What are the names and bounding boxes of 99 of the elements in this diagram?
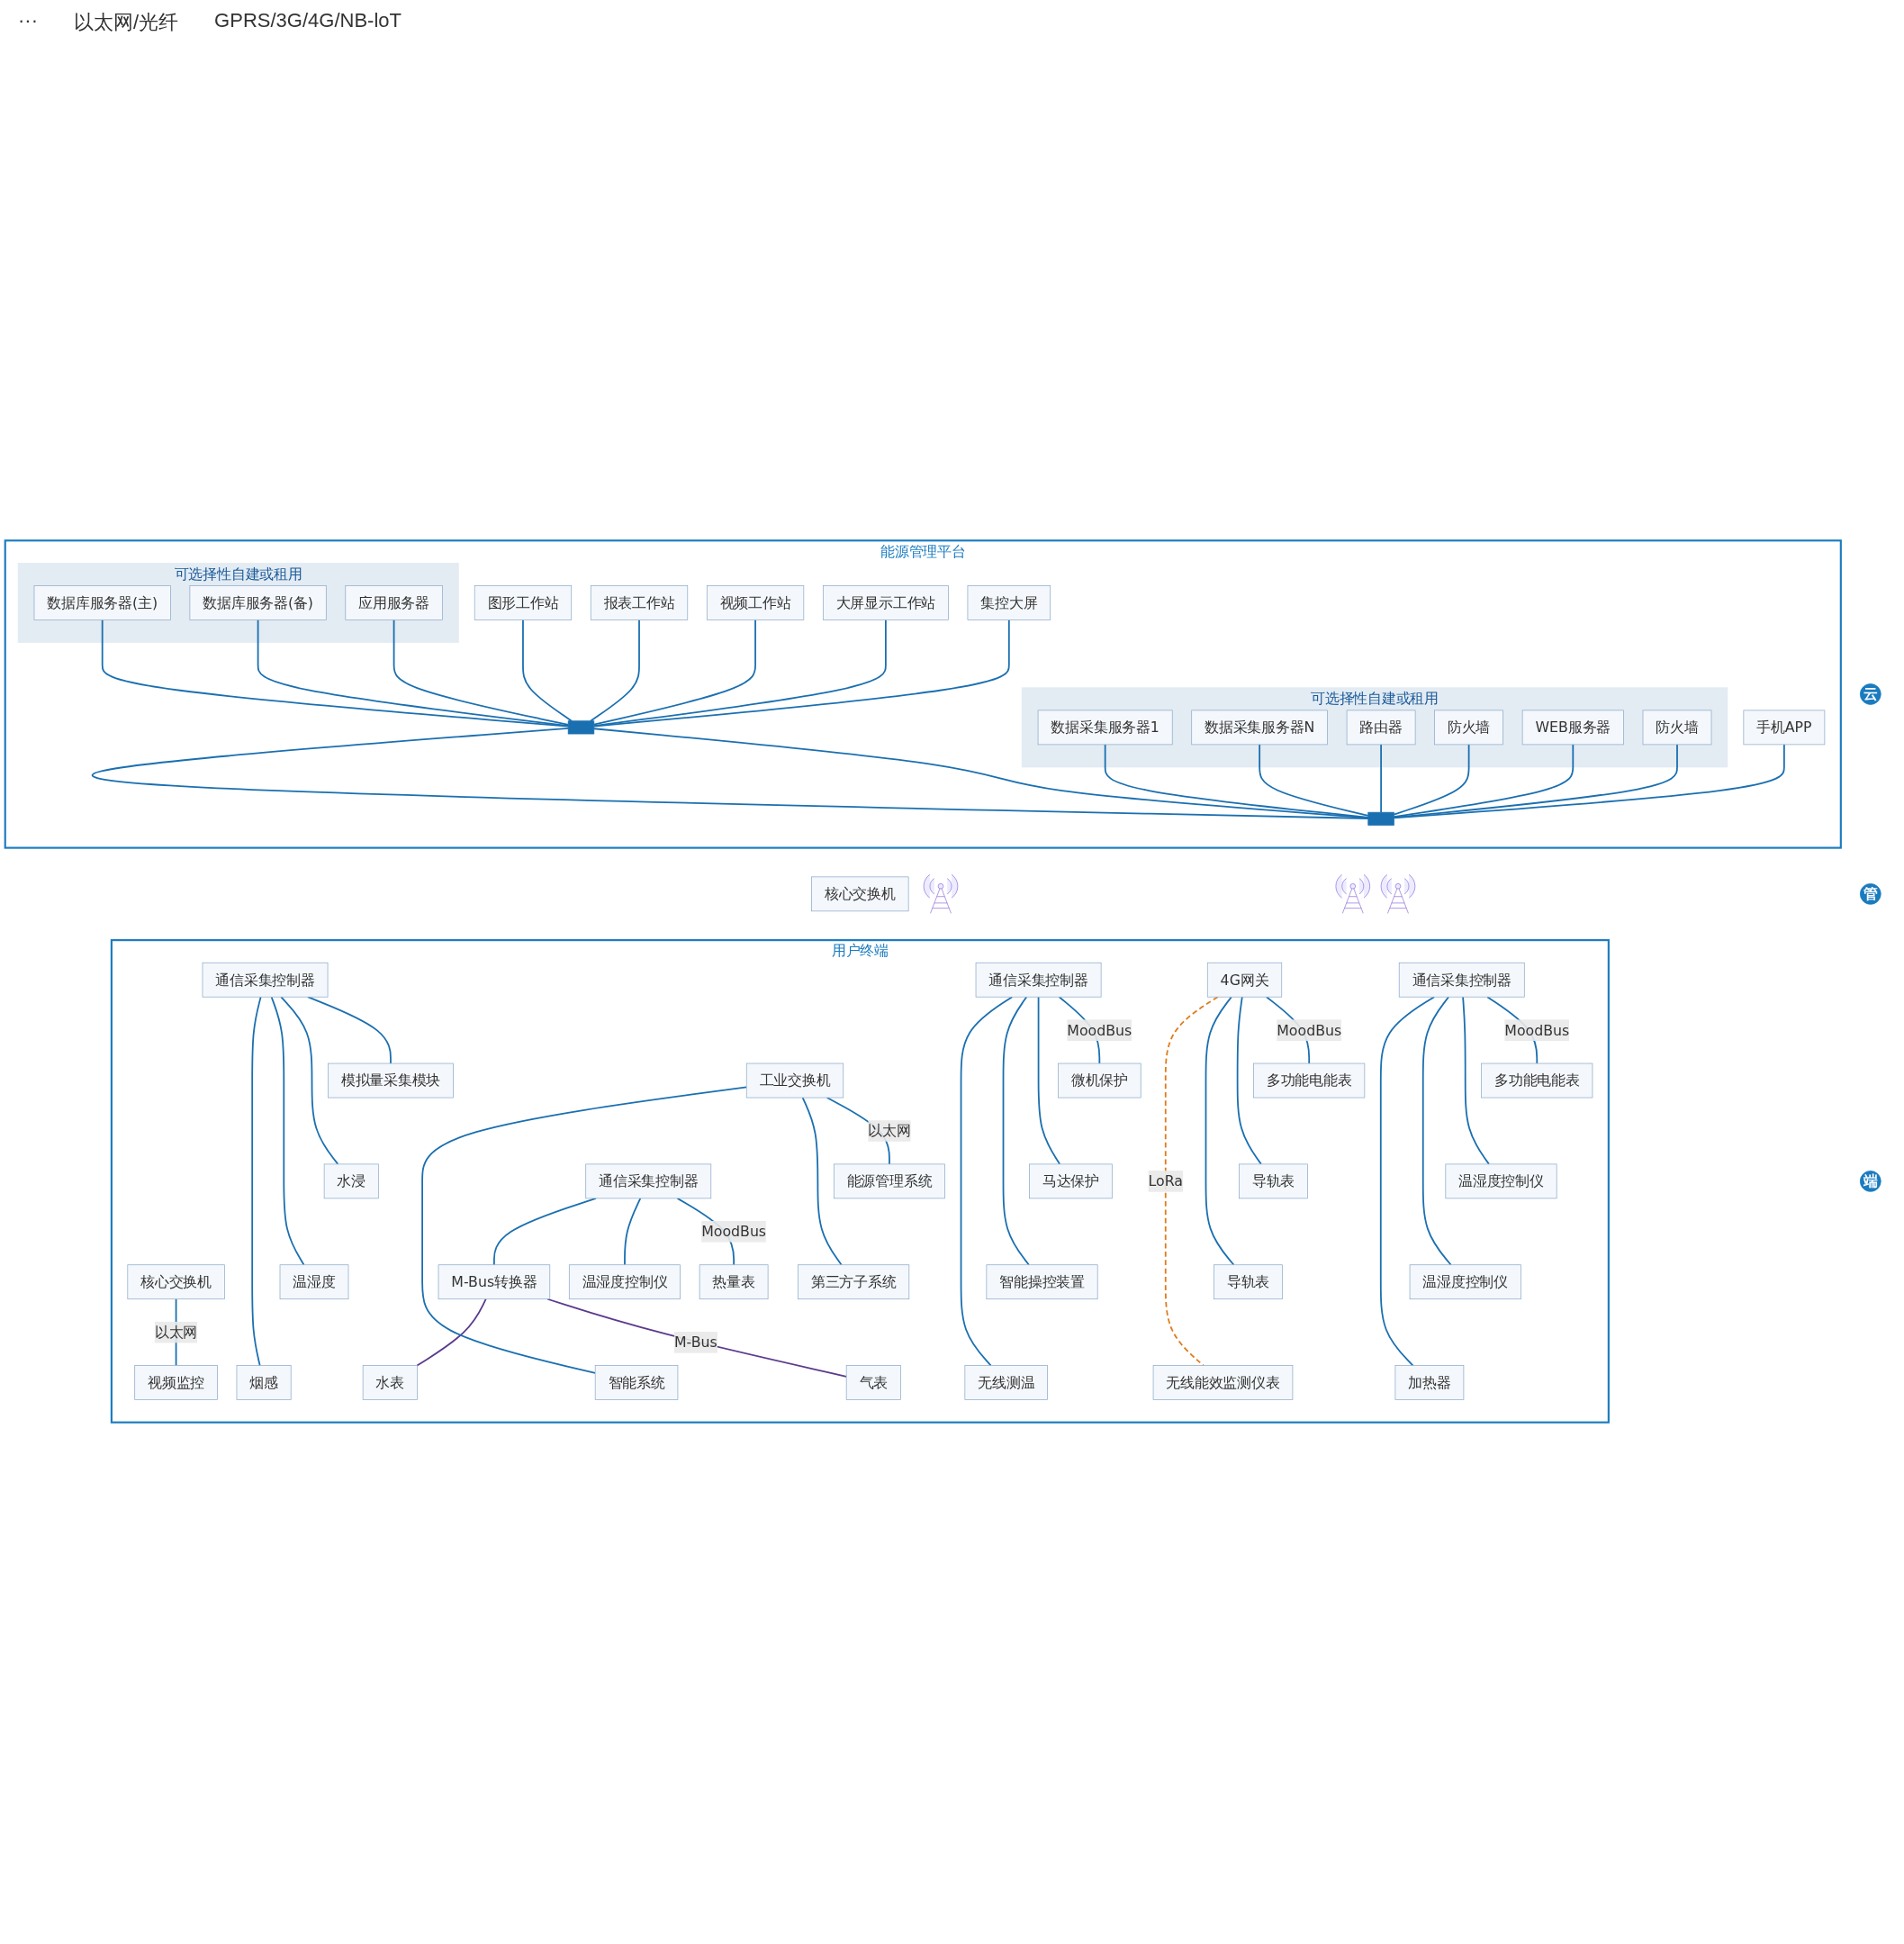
connector (280, 996, 339, 1165)
node-box: 集控大屏 (967, 585, 1051, 620)
connector (251, 996, 262, 1367)
connector (257, 619, 570, 727)
connector (1037, 996, 1061, 1165)
node-box: 智能操控装置 (986, 1264, 1098, 1300)
connector (416, 1298, 487, 1367)
connector (1236, 996, 1262, 1165)
node-circle: 端 (1859, 1171, 1881, 1192)
edge-label: M-Bus (673, 1334, 717, 1351)
connector (624, 1198, 642, 1266)
connector (270, 996, 305, 1266)
node-box: 防火墙 (1642, 710, 1712, 746)
connector (592, 619, 887, 727)
node-box: 烟感 (236, 1365, 292, 1400)
node-box: 通信采集控制器 (585, 1163, 712, 1199)
node-box: 视频工作站 (706, 585, 805, 620)
node-box: 大屏显示工作站 (823, 585, 949, 620)
connector (1259, 744, 1369, 817)
connector (421, 1086, 748, 1374)
connector (1462, 996, 1490, 1165)
node-box: 能源管理系统 (833, 1163, 945, 1199)
connector (960, 996, 1014, 1367)
node-box: 热量表 (699, 1264, 769, 1300)
node-box: 图形工作站 (474, 585, 573, 620)
network-label: 以太网/光纤 (74, 10, 179, 35)
edge-label: MoodBus (1067, 1022, 1132, 1039)
node-box: 水表 (362, 1365, 418, 1400)
network-label: GPRS/3G/4G/NB-loT (214, 9, 402, 33)
connector (101, 619, 570, 728)
connector (1379, 996, 1436, 1367)
connector (546, 1298, 848, 1378)
connector (590, 619, 640, 722)
connector (522, 619, 573, 722)
connector (592, 728, 1369, 819)
node-box: 通信采集控制器 (202, 962, 329, 998)
node-box: 温湿度控制仪 (1409, 1264, 1521, 1300)
edge-label: MoodBus (701, 1223, 767, 1240)
node-box: 数据库服务器(主) (33, 585, 171, 620)
node-box: 防火墙 (1434, 710, 1503, 746)
node-circle: 云 (1859, 683, 1881, 705)
node-box: 视频监控 (134, 1365, 218, 1400)
node-box: 马达保护 (1029, 1163, 1113, 1199)
connector (1421, 996, 1452, 1266)
node-box: 工业交换机 (745, 1062, 844, 1099)
node-box: 温湿度控制仪 (1445, 1163, 1557, 1199)
node-box: 温湿度控制仪 (568, 1264, 681, 1300)
connector (1205, 996, 1235, 1266)
connector (92, 728, 1369, 819)
connector (1104, 744, 1369, 818)
node-box: 数据库服务器(备) (189, 585, 327, 620)
node-box: 第三方子系统 (798, 1264, 910, 1300)
node-box: 导轨表 (1214, 1264, 1283, 1300)
connector (1393, 744, 1678, 818)
node-circle: 管 (1859, 883, 1881, 905)
connector (1393, 744, 1785, 819)
edge-label: 以太网 (868, 1123, 911, 1139)
node-box: 无线测温 (964, 1365, 1048, 1400)
edge-label: MoodBus (1277, 1022, 1342, 1039)
connector (493, 1198, 597, 1266)
node-box: 温湿度 (279, 1264, 349, 1300)
connector (801, 1097, 843, 1266)
node-box: 核心交换机 (127, 1264, 225, 1300)
node-box: 无线能效监测仪表 (1152, 1365, 1294, 1400)
connector (1393, 744, 1575, 818)
edge-label: LoRa (1148, 1172, 1183, 1189)
node-box: 导轨表 (1239, 1163, 1308, 1199)
node-box: 多功能电能表 (1481, 1062, 1593, 1099)
node-box: 应用服务器 (345, 585, 443, 620)
connector (307, 996, 392, 1064)
connector (592, 619, 1010, 728)
node-bar (1367, 811, 1394, 826)
node-box: 智能系统 (594, 1365, 679, 1400)
node-box: 路由器 (1346, 710, 1416, 746)
connector (1002, 996, 1030, 1266)
connector (1393, 744, 1470, 816)
connector (393, 619, 570, 726)
edge-label: MoodBus (1504, 1022, 1570, 1039)
node-box: WEB服务器 (1521, 710, 1624, 746)
edge-label: 以太网 (154, 1324, 198, 1341)
node-box: 4G网关 (1206, 962, 1283, 998)
network-label: ··· (18, 9, 38, 33)
node-bar (567, 720, 595, 735)
node-box: 核心交换机 (811, 876, 909, 912)
node-box: 模拟量采集模块 (328, 1062, 454, 1099)
node-box: M-Bus转换器 (438, 1264, 551, 1300)
node-box: 气表 (845, 1365, 901, 1400)
node-box: 加热器 (1394, 1365, 1465, 1400)
node-box: 数据采集服务器N (1191, 710, 1328, 746)
connector (592, 619, 756, 726)
node-box: 数据采集服务器1 (1037, 710, 1173, 746)
node-box: 水浸 (323, 1163, 379, 1199)
node-box: 微机保护 (1058, 1062, 1141, 1099)
node-box: 通信采集控制器 (1398, 962, 1525, 998)
connector (1380, 744, 1382, 814)
node-box: 通信采集控制器 (975, 962, 1102, 998)
node-box: 多功能电能表 (1253, 1062, 1366, 1099)
node-box: 报表工作站 (590, 585, 689, 620)
node-box: 手机APP (1743, 710, 1826, 746)
